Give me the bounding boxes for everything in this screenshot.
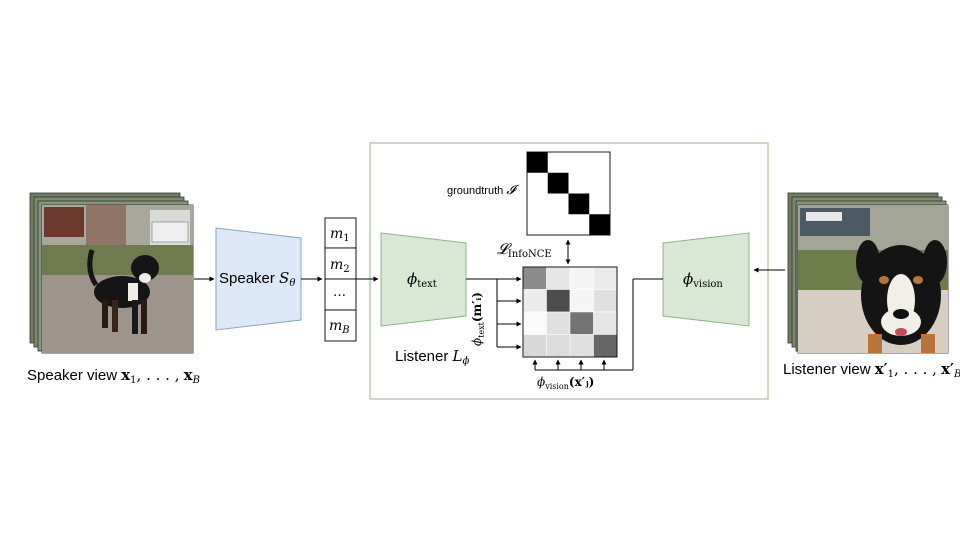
listener-view-sub1: 1 (887, 369, 894, 380)
speaker-dog-photo (41, 204, 194, 354)
similarity-cell (569, 311, 594, 335)
groundtruth-diagonal-cell (527, 152, 548, 173)
listener-view-ellipsis: , . . . , (894, 360, 937, 378)
groundtruth-diagonal-cell (547, 172, 569, 194)
listener-view-label-prefix: Listener view (783, 361, 871, 378)
groundtruth-diagonal-cell (568, 193, 590, 215)
speaker-view-xB: x (183, 366, 193, 384)
vision-emb-symbol: ϕ (537, 375, 546, 389)
message-ellipsis: … (333, 284, 346, 300)
speaker-view-image-stack (29, 192, 194, 354)
text-encoder-sub: text (417, 279, 437, 290)
listener-view-subB: B (954, 369, 960, 380)
similarity-cell (593, 334, 618, 358)
loss-symbol: 𝓛 (497, 240, 508, 258)
text-emb-symbol: ϕ (470, 337, 484, 346)
speaker-block (215, 227, 302, 331)
text-emb-sub: text (477, 322, 486, 338)
speaker-view-x1: x (121, 366, 131, 384)
loss-sub: InfoNCE (507, 249, 552, 260)
vision-emb-arg: (x′ⱼ) (568, 375, 595, 389)
similarity-cell (569, 289, 594, 313)
speaker-view-label-prefix: Speaker view (27, 367, 118, 384)
similarity-cell (522, 334, 547, 358)
message-2: m2 (330, 256, 350, 275)
text-encoder-symbol: ϕ (407, 270, 418, 288)
message-ellipsis-sym: … (333, 285, 346, 300)
listener-symbol: L (452, 347, 463, 365)
speaker-view-sub1: 1 (130, 375, 137, 386)
groundtruth-matrix (526, 151, 611, 236)
listener-view-x1: x′ (874, 360, 888, 378)
groundtruth-symbol: 𝓘 (506, 183, 516, 198)
text-embedding-arrows (466, 276, 522, 350)
listener-label-text: Listener (395, 348, 449, 365)
similarity-cell (546, 266, 571, 290)
text-encoder-block (380, 232, 467, 327)
similarity-cell (569, 266, 594, 290)
listener-view-image-stack (787, 192, 949, 354)
text-encoder-label: ϕtext (407, 270, 437, 290)
speaker-view-ellipsis: , . . . , (136, 366, 180, 384)
vision-encoder-block (662, 232, 750, 327)
similarity-cell (522, 289, 547, 313)
similarity-cell (522, 311, 547, 335)
message-stack (324, 217, 357, 342)
groundtruth-label: groundtruth 𝓘 (447, 183, 515, 198)
speaker-label-text: Speaker (219, 270, 275, 287)
similarity-cell (569, 334, 594, 358)
speaker-symbol-sub: θ (289, 278, 296, 289)
message-1: m1 (330, 225, 350, 244)
vision-encoder-sub: vision (693, 279, 723, 290)
similarity-cell (593, 311, 618, 335)
loss-label: 𝓛InfoNCE (497, 240, 552, 260)
listener-sub: ϕ (462, 356, 470, 367)
listener-frame (369, 142, 769, 400)
similarity-cell (546, 311, 571, 335)
similarity-cell (522, 266, 547, 290)
similarity-cell (546, 334, 571, 358)
message-B-sym: m (329, 318, 343, 334)
groundtruth-diagonal-cell (589, 214, 610, 235)
speaker-label: Speaker Sθ (219, 269, 295, 289)
message-B-sub: B (342, 325, 350, 336)
message-1-sym: m (330, 226, 344, 242)
similarity-cell (593, 266, 618, 290)
vision-encoder-symbol: ϕ (683, 270, 694, 288)
message-B: mB (329, 317, 350, 336)
listener-view-label: Listener view x′1, . . . , x′B (783, 360, 960, 380)
text-embedding-label: ϕtext(m′ᵢ) (470, 292, 486, 346)
listener-label: Listener Lϕ (395, 347, 469, 367)
text-emb-arg: (m′ᵢ) (470, 292, 484, 323)
similarity-cell (546, 289, 571, 313)
vision-encoder-label: ϕvision (683, 270, 723, 290)
message-2-sym: m (330, 257, 344, 273)
speaker-symbol: S (279, 269, 290, 287)
listener-dog-photo (797, 204, 949, 354)
similarity-matrix (522, 266, 618, 358)
message-2-sub: 2 (343, 264, 350, 275)
speaker-view-label: Speaker view x1, . . . , xB (27, 366, 200, 386)
similarity-cell (593, 289, 618, 313)
vision-emb-sub: vision (545, 382, 569, 391)
similarity-matrix-border (522, 266, 618, 358)
listener-view-xB: x′ (941, 360, 954, 378)
vision-embedding-arrows (532, 278, 663, 371)
groundtruth-label-text: groundtruth (447, 185, 504, 197)
vision-embedding-label: ϕvision(x′ⱼ) (537, 375, 594, 391)
speaker-view-subB: B (192, 375, 200, 386)
message-1-sub: 1 (343, 233, 350, 244)
